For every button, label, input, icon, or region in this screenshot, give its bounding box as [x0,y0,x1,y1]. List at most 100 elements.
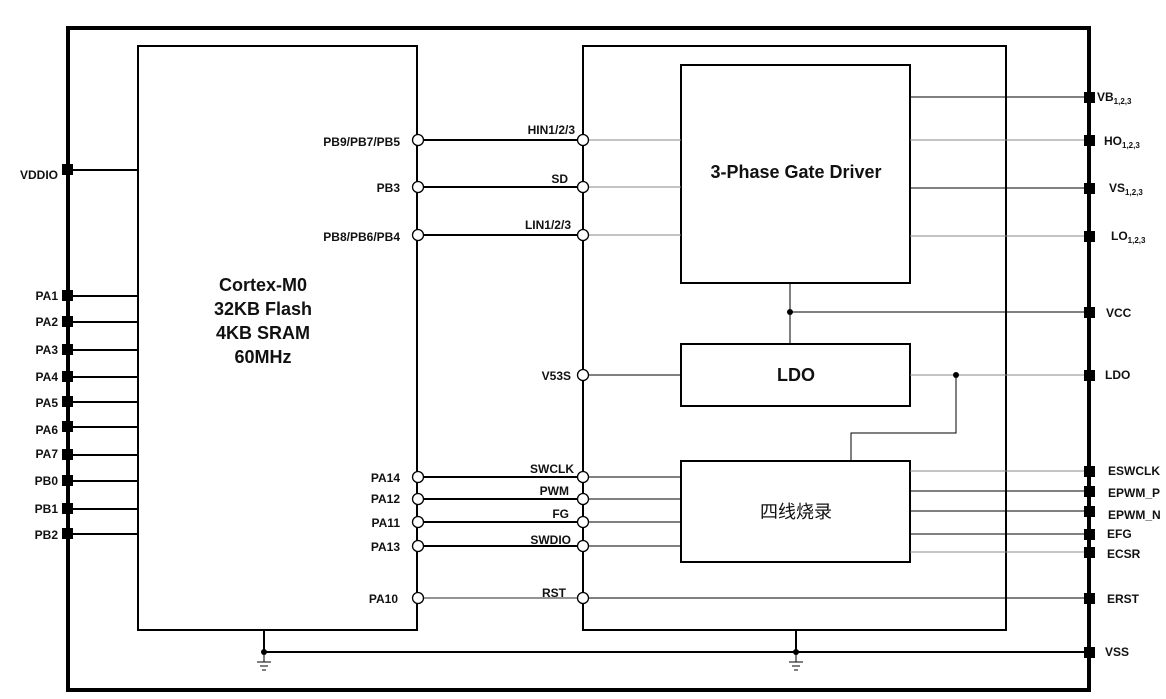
programmer-label: 四线烧录 [760,502,832,523]
pin-pad [1084,370,1095,381]
pin-pad [62,316,73,327]
pin-node [576,228,590,242]
mcu-line-4: 60MHz [234,347,291,367]
signal-hin: HIN1/2/3 [528,123,576,137]
pin-pad [1084,486,1095,497]
pin-label-pa3: PA3 [36,343,59,357]
signal-swclk: SWCLK [530,462,574,476]
pin-pad [1084,647,1095,658]
pin-pad [1084,593,1095,604]
ground-icon [257,652,271,671]
mcu-pin-pa10: PA10 [369,592,398,606]
mcu-line-3: 4KB SRAM [216,323,310,343]
pin-pad [62,421,73,432]
signal-fg: FG [552,507,569,521]
pin-node [411,539,425,553]
pin-label-pb1: PB1 [35,502,59,516]
driver-die-block [582,45,1007,631]
pin-label-vs: VS1,2,3 [1109,181,1143,197]
pin-pad [62,290,73,301]
pin-label-epwm-p: EPWM_P [1108,486,1160,500]
pin-node [411,515,425,529]
pin-pad [1084,135,1095,146]
pin-label-epwm-n: EPWM_N [1108,508,1161,522]
pin-label-erst: ERST [1107,592,1140,606]
pin-label-ecsr: ECSR [1107,547,1141,561]
pin-pad [1084,183,1095,194]
chip-outline [66,26,1091,692]
signal-lin: LIN1/2/3 [525,218,571,232]
pin-label-pa5: PA5 [36,396,59,410]
pin-pad [62,164,73,175]
gate-driver-block [680,64,911,284]
gate-driver-outputs [910,96,1089,237]
mcu-pin-pb9-pb7-pb5: PB9/PB7/PB5 [323,135,400,149]
pin-label-efg: EFG [1107,527,1132,541]
mcu-pin-pb3: PB3 [377,181,401,195]
ldo-label: LDO [777,365,815,385]
pin-label-pb2: PB2 [35,528,59,542]
pin-pad [62,475,73,486]
mcu-pin-pa12: PA12 [371,492,400,506]
mcu-pin-pb8-pb6-pb4: PB8/PB6/PB4 [323,230,400,244]
pin-node [576,539,590,553]
pin-label-vb: VB1,2,3 [1097,90,1132,106]
pin-node [576,368,590,382]
right-pin-pads [1084,92,1095,658]
pin-node [411,228,425,242]
left-pins: VDDIO PA1 PA2 PA3 PA4 PA5 PA6 PA7 PB0 PB… [20,164,138,542]
signal-rst: RST [542,586,567,600]
pin-node [576,133,590,147]
pin-node [411,492,425,506]
pin-label-ldo: LDO [1105,368,1130,382]
signal-pwm: PWM [540,484,569,498]
junction-dot [787,309,793,315]
pin-label-pa6: PA6 [36,423,59,437]
signal-sd: SD [551,172,568,186]
pin-pad [1084,231,1095,242]
power-network [787,283,1089,461]
pin-label-vddio: VDDIO [20,168,58,182]
pin-pad [1084,529,1095,540]
signal-swdio: SWDIO [530,533,571,547]
pin-pad [62,528,73,539]
pin-node [411,133,425,147]
pin-node [411,591,425,605]
signal-v53s: V53S [542,369,571,383]
pin-label-vcc: VCC [1106,306,1132,320]
pin-label-pa7: PA7 [36,447,59,461]
mcu-pin-pa11: PA11 [372,516,401,530]
right-pin-labels: VB1,2,3 HO1,2,3 VS1,2,3 LO1,2,3 VCC LDO … [1097,90,1161,659]
pin-pad [62,371,73,382]
pin-pad [1084,466,1095,477]
pin-node [411,470,425,484]
pin-pad [62,449,73,460]
mcu-pin-pa14: PA14 [371,471,400,485]
pin-pad [1084,506,1095,517]
pin-pad [62,503,73,514]
pin-label-eswclk: ESWCLK [1108,464,1160,478]
mcu-pin-pa13: PA13 [371,540,400,554]
ground-icon [789,652,803,671]
gate-driver-label: 3-Phase Gate Driver [710,162,881,182]
pin-label-vss: VSS [1105,645,1129,659]
pin-label-pb0: PB0 [35,474,59,488]
pin-label-lo: LO1,2,3 [1111,229,1146,245]
pin-label-pa2: PA2 [36,315,59,329]
pin-pad [1084,547,1095,558]
pin-pad [62,396,73,407]
ground-network [257,630,1089,671]
pin-pad [1084,307,1095,318]
programmer-outputs [910,470,1089,553]
pin-label-ho: HO1,2,3 [1104,134,1140,150]
mcu-line-2: 32KB Flash [214,299,312,319]
pin-node [576,515,590,529]
pin-label-pa1: PA1 [36,289,59,303]
pin-pad [62,344,73,355]
pin-node [576,492,590,506]
internal-signals: PB9/PB7/PB5 HIN1/2/3 PB3 SD PB8/PB6/PB4 … [323,123,1089,606]
pin-node [576,591,590,605]
pin-node [576,470,590,484]
pin-node [576,180,590,194]
